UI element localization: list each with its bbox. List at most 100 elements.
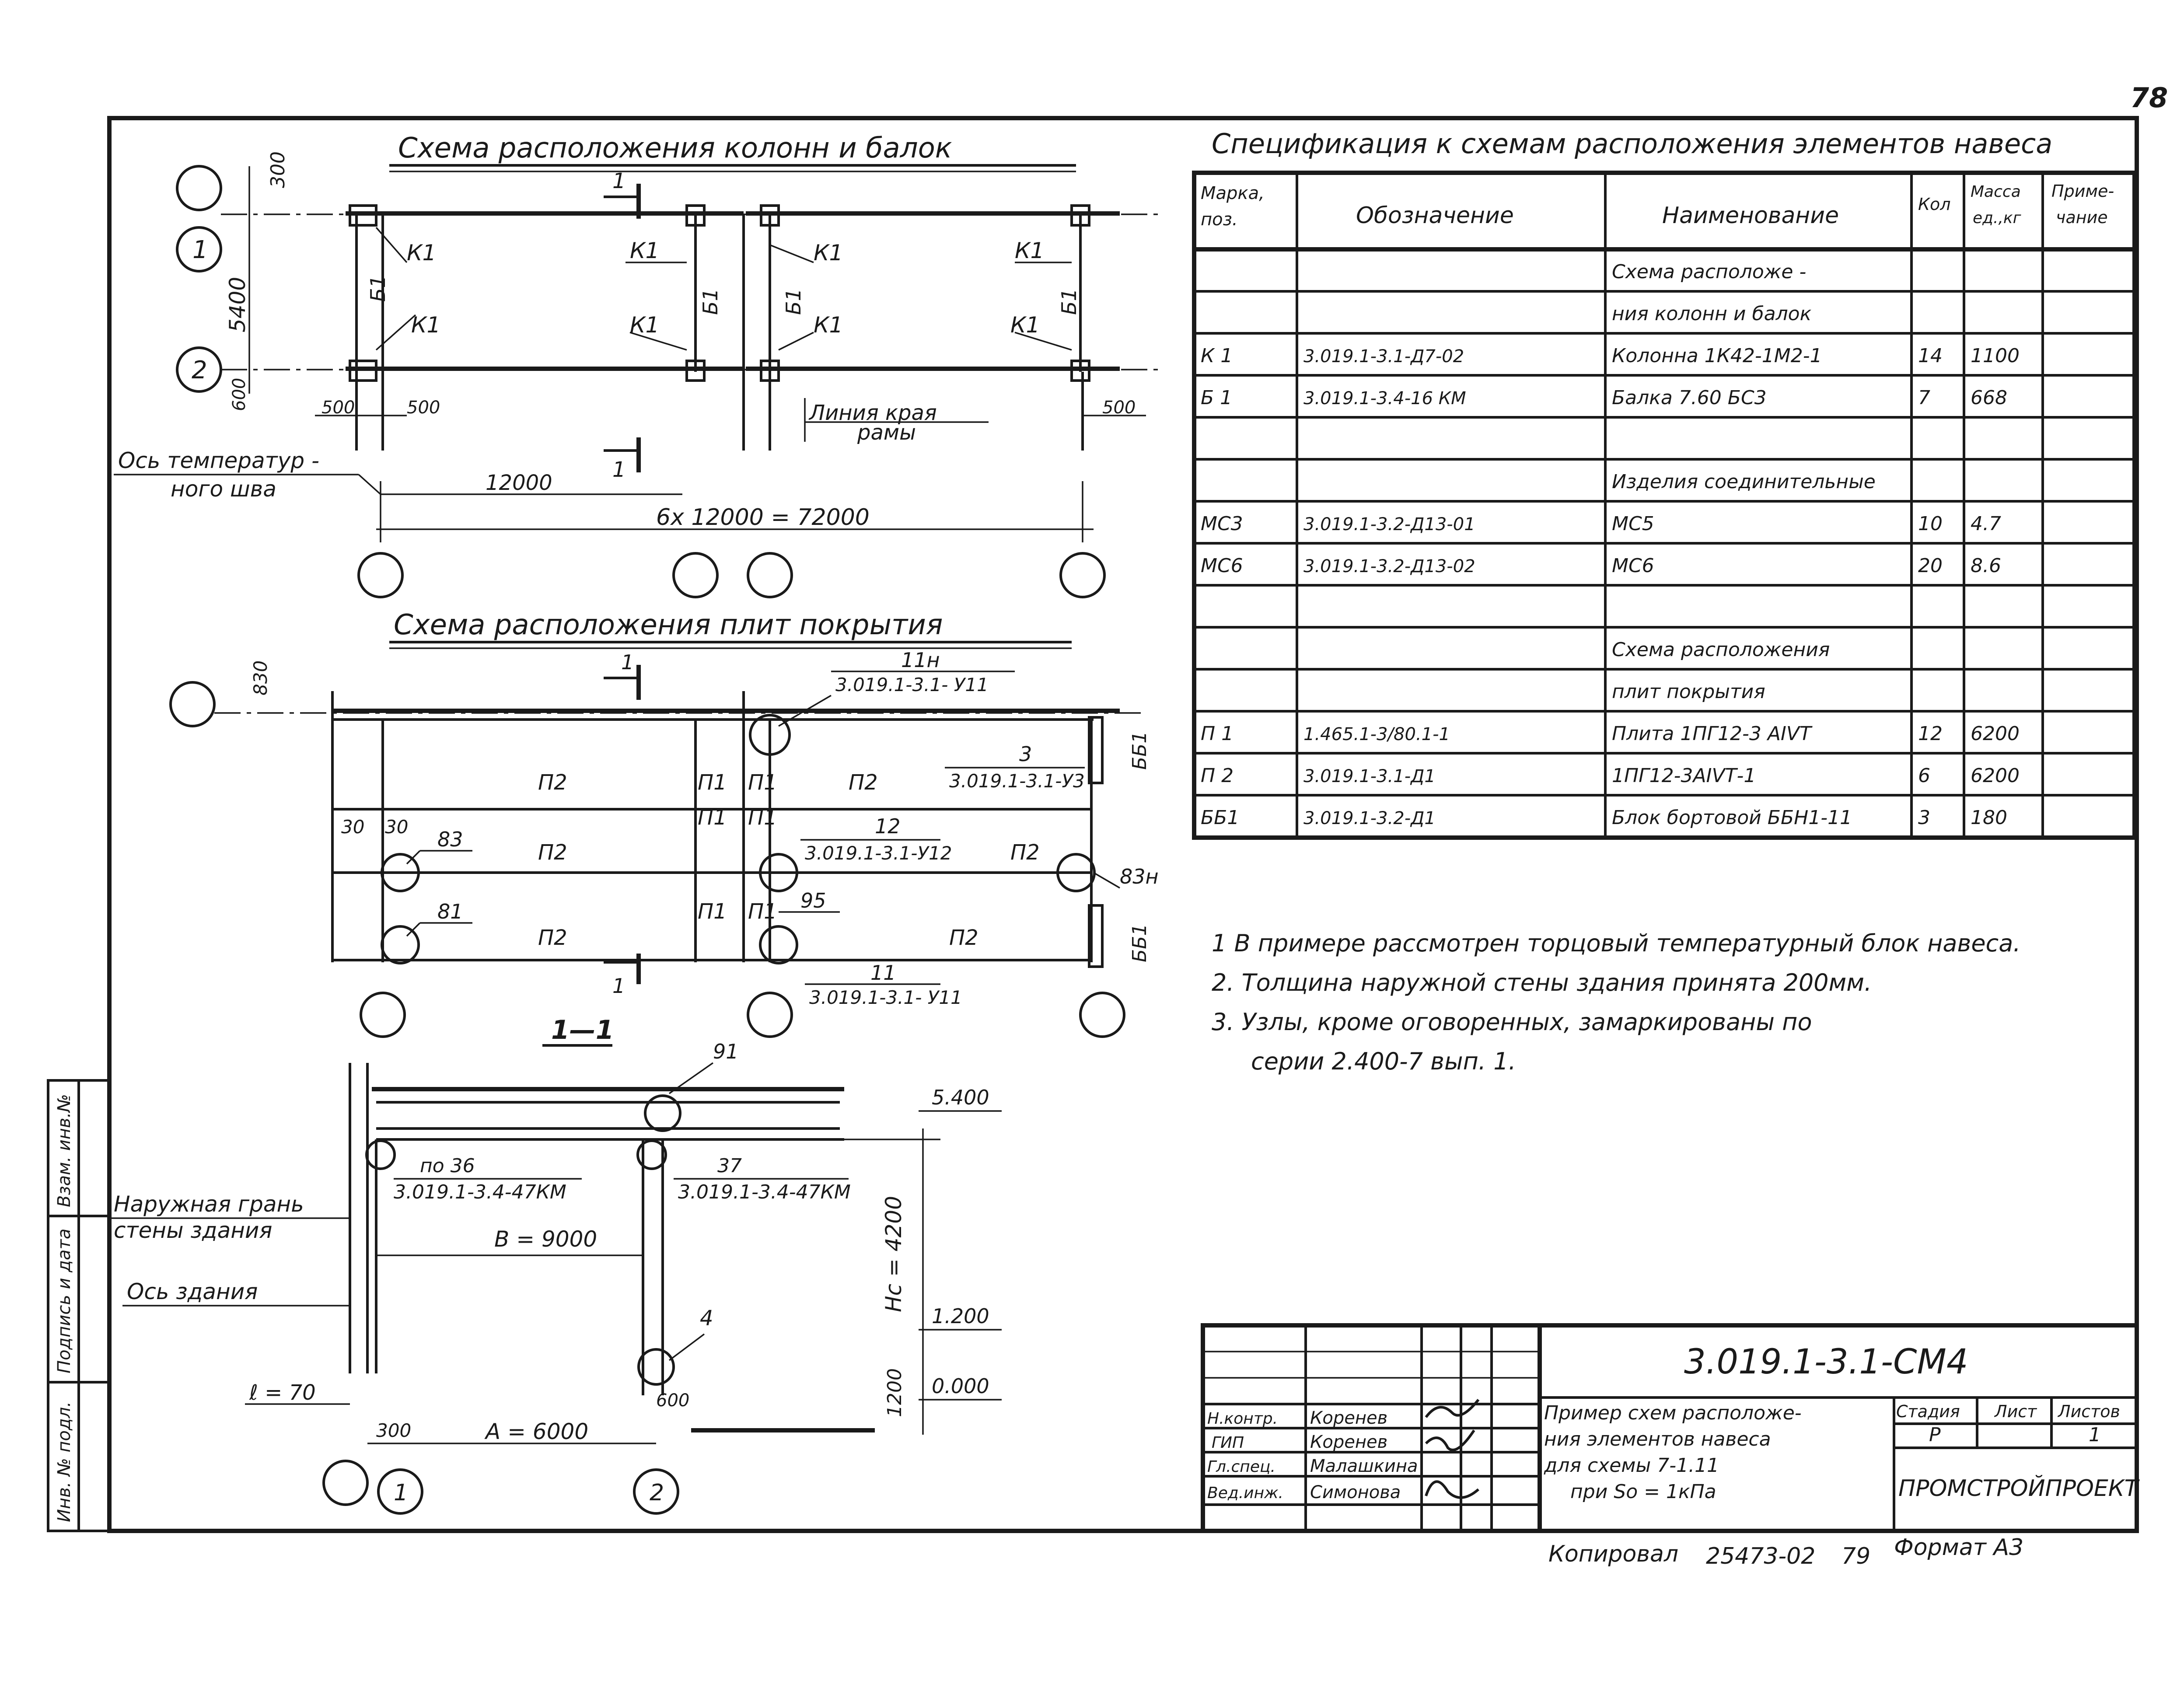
section-1-bottom: 1: [612, 458, 626, 482]
span-12000: 12000: [486, 471, 552, 495]
spec-cell: 10: [1918, 513, 1943, 535]
temp-axis-line1: Ось температур -: [118, 448, 319, 473]
scheme-roof-plates: Схема расположения плит покрытия 830 П2 …: [169, 609, 1159, 1038]
spec-cell: МС6: [1612, 555, 1654, 577]
frame-edge-line1: Линия края: [808, 401, 937, 425]
spec-cell: Б 1: [1201, 387, 1232, 409]
footer-number: 25473-02: [1706, 1543, 1815, 1569]
section-title: 1—1: [551, 1015, 614, 1045]
spec-cell: 3.019.1-3.1-Д1: [1303, 766, 1436, 786]
temp-axis-line2: ного шва: [171, 476, 276, 502]
k1-label-2: К1: [411, 312, 440, 338]
spec-title: Спецификация к схемам расположения элеме…: [1212, 128, 2052, 160]
bb1-label-2: ББ1: [1129, 924, 1151, 962]
dim-5400: 5400: [225, 277, 250, 332]
dim-600-s: 600: [656, 1391, 689, 1411]
spec-cell: 8.6: [1971, 555, 2001, 577]
scheme-columns-title: Схема расположения колонн и балок: [398, 132, 952, 164]
elev-1200: 1.200: [932, 1304, 989, 1328]
spec-cell: 1ПГ12-3АIVТ-1: [1612, 765, 1756, 787]
note-1: 1 В примере рассмотрен торцовый температ…: [1212, 929, 2021, 957]
tb-role-0: Н.контр.: [1207, 1410, 1278, 1428]
spec-cell: 20: [1918, 555, 1943, 577]
ref-3019-12: 3.019.1-3.1-У12: [805, 842, 952, 864]
k1-label-1: К1: [407, 240, 436, 266]
tb-organization: ПРОМСТРОЙПРОЕКТ: [1898, 1475, 2140, 1502]
ref-3019-11b: 3.019.1-3.1- У11: [809, 987, 962, 1008]
span-b: В = 9000: [494, 1226, 597, 1252]
dim-300-s: 300: [376, 1420, 411, 1441]
dim-500-c: 500: [1102, 398, 1136, 418]
page-number: 78: [2130, 82, 2168, 114]
section-1-top: 1: [612, 169, 626, 193]
building-axis: Ось здания: [127, 1279, 258, 1304]
spec-cell: 1100: [1971, 345, 2020, 367]
signature-3: [1425, 1480, 1479, 1499]
spec-cell: ББ1: [1201, 807, 1239, 829]
node-83: 83: [437, 828, 463, 851]
spec-cell: Схема расположе -: [1612, 261, 1806, 283]
spec-cell: П 2: [1201, 765, 1234, 787]
axis-1-label: 1: [192, 236, 208, 264]
spec-cell: Балка 7.60 БС3: [1612, 387, 1767, 409]
stamp-vzam-inv: Взам. инв.№: [54, 1094, 74, 1207]
spec-h-note-2: чание: [2056, 208, 2108, 227]
plate-p2-1: П2: [538, 770, 567, 795]
frame-edge-line2: рамы: [857, 420, 916, 445]
ref-3019-11: 3.019.1-3.1- У11: [835, 674, 989, 695]
tb-sheets: 1: [2089, 1424, 2101, 1446]
plate-p2-2: П2: [538, 840, 567, 865]
dim-500-a: 500: [321, 398, 355, 418]
spec-h-mass-1: Масса: [1971, 183, 2021, 201]
k1-label-7: К1: [1015, 238, 1044, 263]
dim-830: 830: [250, 660, 271, 695]
plate-p2-5: П2: [1010, 840, 1040, 865]
dim-500-b: 500: [407, 398, 440, 418]
spec-cell: Схема расположения: [1612, 639, 1830, 661]
notes: 1 В примере рассмотрен торцовый температ…: [1212, 929, 2021, 1075]
spec-cell: ния колонн и балок: [1612, 303, 1812, 325]
bb1-label-1: ББ1: [1129, 731, 1151, 770]
spec-cell: 1.465.1-3/80.1-1: [1303, 724, 1450, 744]
outer-wall-line1: Наружная грань: [114, 1191, 304, 1217]
node-3: 3: [1019, 742, 1032, 766]
tb-name-2: Малашкина: [1310, 1456, 1418, 1476]
b1-label-1: Б1: [366, 275, 390, 302]
tb-stage-h: Стадия: [1896, 1402, 1960, 1421]
node-12: 12: [875, 814, 901, 838]
dim-600: 600: [229, 378, 249, 411]
spec-cell: 4.7: [1971, 513, 2001, 535]
node-95: 95: [800, 889, 826, 912]
spec-cell: 12: [1918, 723, 1943, 745]
side-stamp: Инв. № подл. Подпись и дата Взам. инв.№: [47, 1079, 111, 1532]
stamp-inv-podl: Инв. № подл.: [54, 1401, 74, 1522]
node-36: по 36: [420, 1155, 475, 1177]
note-2: 2. Толщина наружной стены здания принята…: [1212, 969, 1872, 996]
footer: Копировал 25473-02 79 Формат А3: [1548, 1534, 2023, 1569]
h-4200: Нс = 4200: [881, 1196, 906, 1312]
tb-sheets-h: Листов: [2057, 1402, 2120, 1421]
node-4: 4: [700, 1306, 713, 1331]
spec-cell: 3.019.1-3.1-Д7-02: [1303, 346, 1464, 367]
dim-30b: 30: [385, 816, 408, 838]
spec-cell: МС6: [1201, 555, 1243, 577]
spec-cell: 3.019.1-3.2-Д1: [1303, 808, 1436, 828]
b1-label-4: Б1: [1057, 288, 1081, 315]
outer-wall-line2: стены здания: [114, 1218, 273, 1243]
k1-label-5: К1: [814, 240, 843, 266]
spec-h-desig: Обозначение: [1356, 203, 1514, 229]
dim-1200-v: 1200: [884, 1368, 906, 1417]
tb-code: 3.019.1-3.1-СМ4: [1684, 1342, 1968, 1382]
ref-36: 3.019.1-3.4-47КМ: [394, 1181, 566, 1203]
ref-37: 3.019.1-3.4-47КМ: [678, 1181, 851, 1203]
plate-p1-4: П1: [748, 805, 777, 830]
ref-3019-3: 3.019.1-3.1-У3: [949, 770, 1085, 792]
spec-cell: Колонна 1К42-1М2-1: [1612, 345, 1822, 367]
tb-role-2: Гл.спец.: [1207, 1458, 1275, 1476]
spec-h-mark-1: Марка,: [1201, 183, 1265, 203]
spec-cell: Изделия соединительные: [1612, 471, 1876, 493]
node-11: 11: [870, 961, 896, 985]
title-block: Н.контр. Коренев ГИП Коренев Гл.спец. Ма…: [1201, 1323, 2140, 1533]
node-83n: 83н: [1120, 865, 1159, 888]
spec-cell: 7: [1918, 387, 1930, 409]
